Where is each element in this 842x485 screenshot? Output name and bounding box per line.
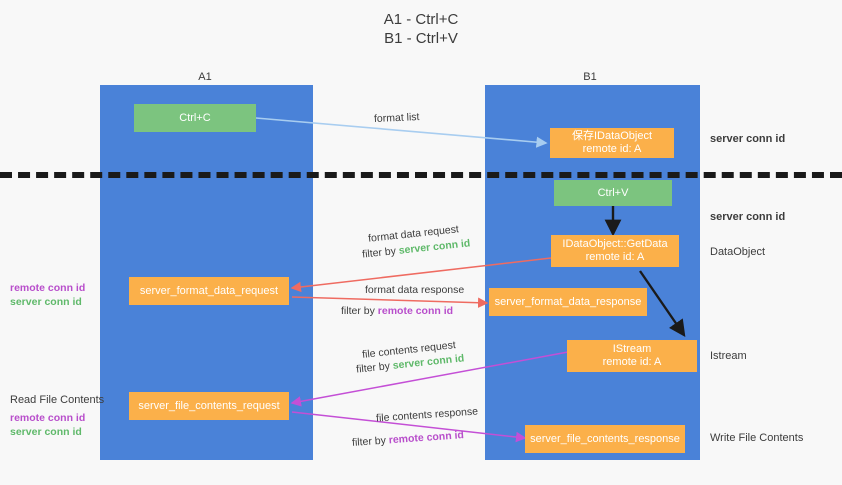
node-getdata[interactable]: IDataObject::GetData remote id: A [551, 235, 679, 267]
node-server-format-data-request[interactable]: server_format_data_request [129, 277, 289, 305]
annotation-remote-conn-id-2: remote conn id [10, 412, 86, 424]
edge-label-format-data-response: format data response [365, 284, 465, 296]
annotation-write-file-contents: Write File Contents [710, 432, 804, 444]
annotation-remote-conn-id-1: remote conn id [10, 282, 86, 294]
annotation-dataobject: DataObject [710, 246, 766, 258]
annotation-conn-ids-format: remote conn id server conn id [10, 281, 85, 309]
arrow-format-list [255, 117, 548, 148]
annotation-read-file-contents: Read File Contents [10, 394, 105, 406]
filter-value-remote-conn-id: remote conn id [377, 305, 454, 317]
arrow-format-data-response [291, 296, 489, 308]
phase-divider [0, 172, 842, 178]
node-save-idataobject[interactable]: 保存IDataObject remote id: A [550, 128, 674, 158]
arrow-file-contents-request [290, 351, 569, 407]
page-title: A1 - Ctrl+C B1 - Ctrl+V [383, 11, 459, 47]
annotation-server-conn-id-2: server conn id [10, 426, 82, 438]
annotation-server-conn-id-top: server conn id [710, 133, 786, 145]
arrow-format-data-request [290, 257, 552, 293]
node-ctrl-c[interactable]: Ctrl+C [134, 104, 256, 132]
arrow-file-contents-response [291, 411, 527, 443]
column-header-b1-text: B1 [583, 71, 597, 83]
node-server-format-data-response[interactable]: server_format_data_response [489, 288, 647, 316]
filter-prefix: filter by [355, 359, 394, 376]
node-server-file-contents-request[interactable]: server_file_contents_request [129, 392, 289, 420]
arrow-getdata-istream [639, 270, 686, 337]
filter-prefix: filter by [361, 244, 400, 261]
filter-prefix: filter by [351, 434, 390, 449]
annotation-conn-ids-file: remote conn id server conn id [10, 411, 85, 439]
filter-prefix: filter by [341, 305, 378, 317]
edge-label-format-data-response-filter: filter by remote conn id [341, 305, 453, 318]
edge-label-format-list: format list [373, 111, 420, 125]
annotation-server-conn-id-1: server conn id [10, 296, 82, 308]
node-server-file-contents-response[interactable]: server_file_contents_response [525, 425, 685, 453]
column-header-a1-text: A1 [198, 71, 212, 83]
node-ctrl-v[interactable]: Ctrl+V [554, 180, 672, 206]
annotation-server-conn-id-mid: server conn id [710, 211, 786, 223]
annotation-istream: Istream [710, 350, 747, 362]
node-istream[interactable]: IStream remote id: A [567, 340, 697, 372]
